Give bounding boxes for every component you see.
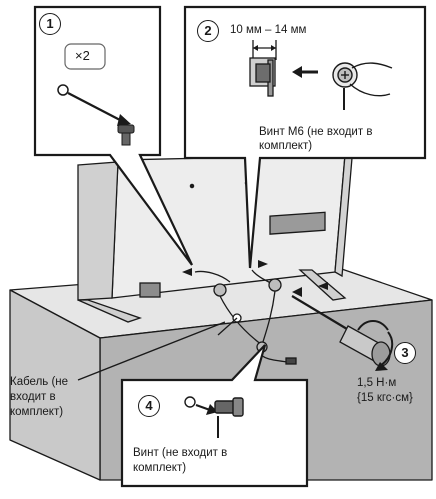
step2-callout [183, 5, 427, 269]
screw-label-line1: Винт (не входит в [133, 447, 228, 459]
step1-callout [33, 5, 193, 266]
tv-back [77, 154, 353, 301]
torque-label-line2: {15 кгс·см} [357, 392, 413, 404]
step4-callout [120, 344, 309, 488]
cable-leader-line [77, 321, 226, 381]
cable-label-line1: Кабель (не [10, 376, 69, 388]
step-1-marker: 1 [39, 13, 61, 35]
step1-tether-icon [57, 84, 135, 146]
insertion-arrows [182, 260, 328, 297]
multiplier-label: ×2 [75, 48, 90, 63]
bracket-dimension-icon [249, 40, 318, 97]
step-3-marker: 3 [394, 342, 416, 364]
screwdriver-icon [291, 295, 394, 371]
cable-assembly [194, 269, 297, 365]
screw-m6-label-line1: Винт М6 (не входит в [259, 126, 373, 138]
screw-icon [184, 396, 244, 438]
screw-label-line2: комплект) [133, 462, 187, 474]
multiplier-box [64, 43, 106, 70]
cable-label-line2: входит в [10, 391, 56, 403]
torque-label-line1: 1,5 Н·м [357, 377, 397, 389]
step-2-marker: 2 [197, 20, 219, 42]
screw-m6-label-line2: комплект) [259, 140, 313, 152]
step-4-marker: 4 [138, 395, 160, 417]
step2-range-label: 10 мм – 14 мм [230, 24, 307, 36]
screw-m6-icon [332, 62, 393, 110]
cable-label-line3: комплект) [10, 406, 64, 418]
